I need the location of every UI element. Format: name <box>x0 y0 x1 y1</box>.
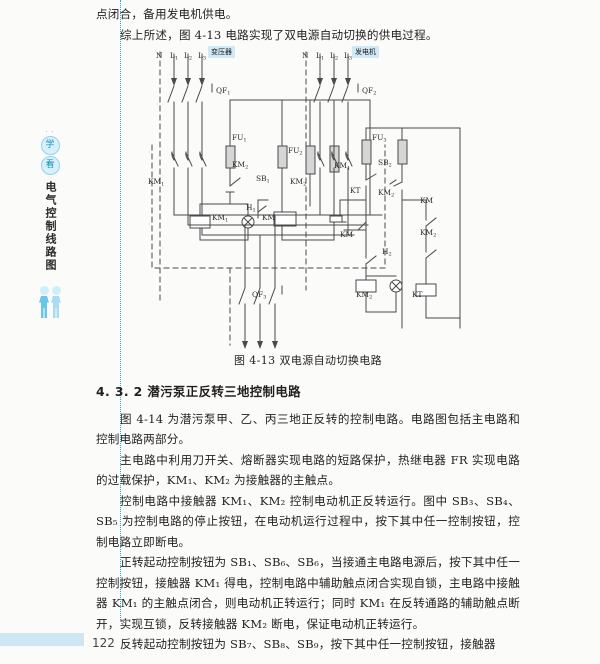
figure-label: KM1 <box>148 177 165 188</box>
figure-label: FU3 <box>372 133 387 144</box>
figure-label: N <box>302 51 309 60</box>
figure-label: SB1 <box>256 174 270 185</box>
figure-label: KM <box>420 196 434 205</box>
paragraph-3: 控制电路中接触器 KM₁、KM₂ 控制电动机正反转运行。图中 SB₃、SB₄、S… <box>96 493 520 549</box>
person-body-icon <box>51 296 61 318</box>
figure-label: L2 <box>184 51 193 62</box>
figure-label: H2 <box>382 247 392 258</box>
figure-label: SB2 <box>378 158 392 169</box>
figure-label: QF2 <box>362 86 377 97</box>
figure-label: KT <box>412 290 423 299</box>
figure-label: KM2 <box>378 188 395 199</box>
person-body-icon <box>39 296 49 318</box>
figure-label: KM <box>262 213 276 222</box>
figure-label: KM <box>340 230 354 239</box>
figure-label: QF1 <box>216 86 231 97</box>
figure-label: QF3 <box>252 290 267 301</box>
section-heading: 4. 3. 2 潜污泵正反转三地控制电路 <box>96 384 301 399</box>
sidebar-badge-1: 学 <box>40 136 60 155</box>
paragraph-summary: 综上所述，图 4-13 电路实现了双电源自动切换的供电过程。 <box>120 27 438 42</box>
sidebar-badge-2: 看 <box>40 156 60 175</box>
figure-label: FU1 <box>232 133 247 144</box>
footer-bar <box>0 633 84 646</box>
figure-label: KM1 <box>334 161 351 172</box>
person-icon <box>51 286 61 318</box>
paragraph-2: 主电路中利用刀开关、熔断器实现电路的短路保护，热继电器 FR 实现电路的过载保护… <box>96 452 520 488</box>
body-text-block: 4. 3. 2 潜污泵正反转三地控制电路 图 4-14 为潜污泵甲、乙、丙三地正… <box>96 382 520 655</box>
sidebar-dots: · · <box>45 129 55 136</box>
figure-label: FU2 <box>288 146 303 157</box>
margin-dotted-rule <box>120 0 121 620</box>
figure-label: L1 <box>170 51 179 62</box>
person-head-icon <box>51 286 61 295</box>
figure-label: KM2 <box>232 160 249 171</box>
figure-caption: 图 4-13 双电源自动切换电路 <box>233 354 383 367</box>
figure-tag: 发电机 <box>352 46 379 58</box>
person-icon <box>39 286 49 318</box>
person-head-icon <box>39 286 49 295</box>
paragraph-5: 反转起动控制按钮为 SB₇、SB₈、SB₉，按下其中任一控制按钮，接触器 <box>120 637 496 651</box>
figure-label: KM2 <box>420 228 437 239</box>
page-number: 122 <box>92 636 115 650</box>
paragraph-continuation: 点闭合，备用发电机供电。 <box>96 7 238 21</box>
paragraph-4: 正转起动控制按钮为 SB₁、SB₆、SB₆，当接通主电路电源后，按下其中任一控制… <box>96 555 520 631</box>
figure-label: KM2 <box>356 290 373 301</box>
figure-label: KT <box>350 186 361 195</box>
people-illustration <box>39 286 61 318</box>
figure-label: L1 <box>316 51 325 62</box>
figure-tag: 变压器 <box>208 46 235 58</box>
figure-label: L3 <box>198 51 207 62</box>
figure-label: L2 <box>330 51 339 62</box>
sidebar: · · 学 看 电气控制线路图 <box>22 130 78 318</box>
figure-label: KM2 <box>290 177 307 188</box>
circuit-svg <box>151 51 461 349</box>
paragraph-1: 图 4-14 为潜污泵甲、乙、丙三地正反转的控制电路。电路图包括主电路和控制电路… <box>96 411 520 447</box>
figure-label: H1 <box>246 203 256 214</box>
sidebar-title: 电气控制线路图 <box>44 181 57 272</box>
figure-label: KM1 <box>212 213 229 224</box>
figure-label: N <box>156 51 163 60</box>
figure-label: L3 <box>344 51 353 62</box>
top-text-block: 点闭合，备用发电机供电。 综上所述，图 4-13 电路实现了双电源自动切换的供电… <box>96 4 520 45</box>
